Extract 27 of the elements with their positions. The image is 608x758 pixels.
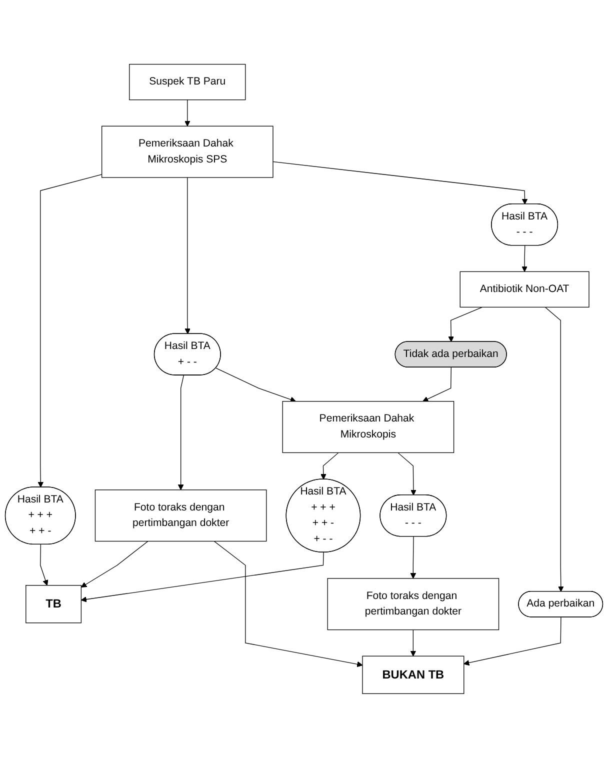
node-box: Antibiotik Non-OAT — [460, 271, 590, 308]
arrow — [410, 536, 416, 579]
node-box: Suspek TB Paru — [129, 64, 246, 100]
arrow — [40, 544, 48, 586]
arrow — [184, 100, 190, 126]
node-box: BUKAN TB — [362, 656, 464, 694]
node-box: Foto toraks dengan pertimbangan dokter — [94, 490, 267, 542]
arrow — [410, 630, 416, 656]
node-box: TB — [26, 585, 82, 624]
node-box: Pemeriksaan Dahak Mikroskopis SPS — [101, 126, 274, 178]
arrow — [80, 552, 324, 602]
arrow — [464, 617, 562, 666]
arrow — [448, 306, 483, 342]
arrow — [214, 540, 363, 668]
arrow — [184, 177, 190, 334]
arrow — [320, 452, 339, 480]
arrow — [398, 452, 416, 496]
arrow — [216, 368, 296, 402]
arrow — [272, 161, 528, 204]
arrow — [38, 174, 102, 488]
node-box: Pemeriksaan Dahak Mikroskopis — [282, 401, 454, 454]
node-box: Foto toraks dengan pertimbangan dokter — [327, 578, 500, 630]
arrow — [544, 306, 564, 592]
arrow — [178, 375, 184, 490]
arrow — [422, 367, 452, 402]
arrow — [522, 245, 528, 272]
arrow — [80, 540, 148, 588]
